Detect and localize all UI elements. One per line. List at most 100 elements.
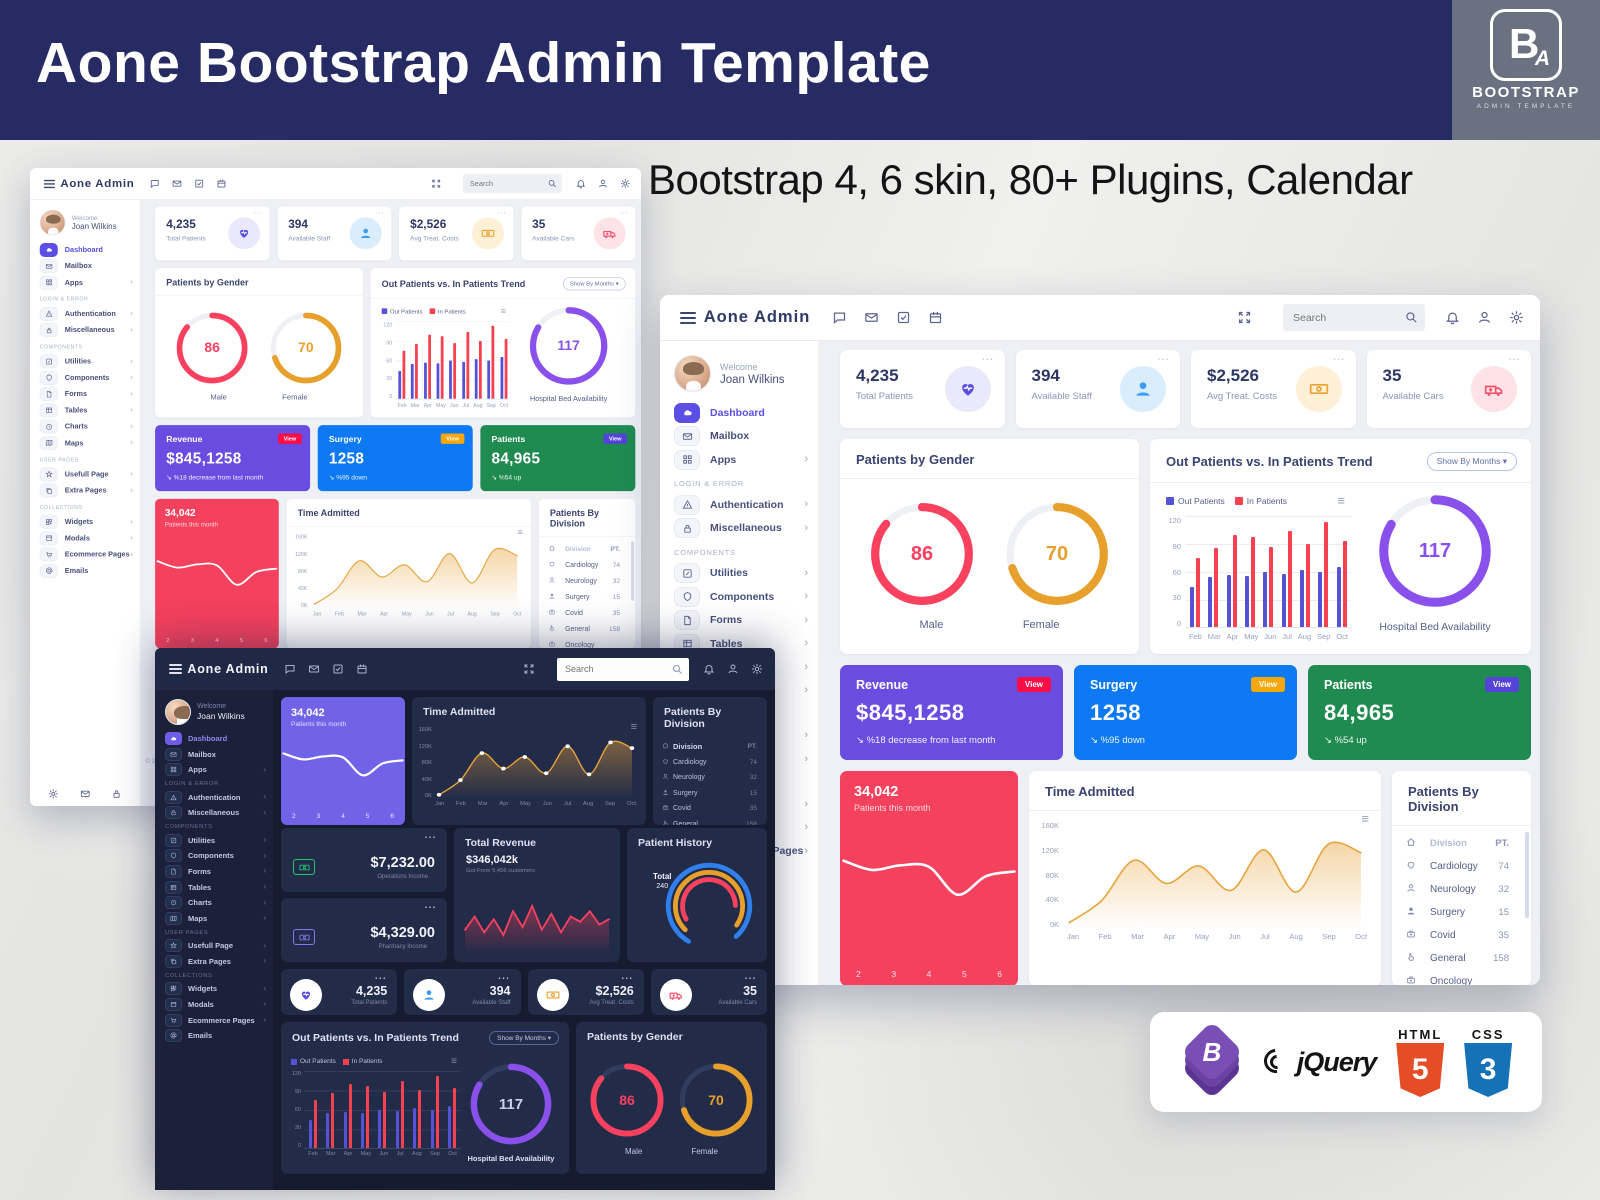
scrollbar[interactable] xyxy=(631,541,634,601)
sidebar-item-mailbox[interactable]: Mailbox xyxy=(674,426,808,447)
chart-menu-icon[interactable]: ≡ xyxy=(451,1056,457,1067)
settings-icon[interactable] xyxy=(620,178,631,189)
sidebar-item-charts[interactable]: Charts› xyxy=(165,896,266,910)
menu-toggle-icon[interactable] xyxy=(43,179,56,188)
more-icon[interactable]: ⋯ xyxy=(497,971,511,985)
mail-icon[interactable] xyxy=(308,663,320,675)
chart-menu-icon[interactable]: ≡ xyxy=(517,526,523,538)
sidebar-item-components[interactable]: Components› xyxy=(674,586,808,607)
menu-toggle-icon[interactable] xyxy=(169,664,182,674)
menu-toggle-icon[interactable] xyxy=(680,311,696,324)
view-button[interactable]: View xyxy=(603,433,628,444)
profile-icon[interactable] xyxy=(598,178,608,188)
search-icon[interactable] xyxy=(671,663,683,675)
sidebar-item-maps[interactable]: Maps› xyxy=(165,911,266,925)
view-button[interactable]: View xyxy=(1016,677,1051,692)
sidebar-item-dashboard[interactable]: Dashboard xyxy=(39,242,133,257)
footer-settings-icon[interactable] xyxy=(48,789,59,799)
settings-icon[interactable] xyxy=(1509,310,1524,325)
sidebar-item-dashboard[interactable]: Dashboard xyxy=(165,732,266,745)
sidebar-item-authentication[interactable]: Authentication› xyxy=(674,494,808,515)
search-input[interactable] xyxy=(1283,304,1425,331)
sidebar-item-components[interactable]: Components› xyxy=(165,849,266,863)
notifications-icon[interactable] xyxy=(576,178,586,189)
sidebar-item-ecommerce-pages[interactable]: Ecommerce Pages› xyxy=(165,1013,266,1027)
division-row[interactable]: Oncology xyxy=(1406,970,1519,985)
sidebar-item-utilities[interactable]: Utilities› xyxy=(165,833,266,847)
avatar[interactable] xyxy=(165,699,191,725)
sidebar-item-components[interactable]: Components› xyxy=(39,370,133,385)
app-logo[interactable]: Aone Admin xyxy=(703,308,811,326)
avatar[interactable] xyxy=(674,355,711,392)
sidebar-item-ecommerce-pages[interactable]: Ecommerce Pages› xyxy=(39,547,133,562)
more-icon[interactable]: ⋯ xyxy=(744,971,757,985)
sidebar-item-usefull-page[interactable]: Usefull Page› xyxy=(39,467,133,482)
more-icon[interactable]: ⋯ xyxy=(424,900,437,914)
chart-menu-icon[interactable]: ≡ xyxy=(1337,493,1345,508)
more-icon[interactable]: ⋯ xyxy=(1508,352,1521,366)
more-icon[interactable]: ⋯ xyxy=(1157,352,1170,366)
sidebar-item-maps[interactable]: Maps› xyxy=(39,435,133,451)
view-button[interactable]: View xyxy=(440,433,465,444)
sidebar-item-charts[interactable]: Charts› xyxy=(39,419,133,434)
footer-mail-icon[interactable] xyxy=(80,789,90,799)
notifications-icon[interactable] xyxy=(703,663,715,675)
division-row[interactable]: Oncology xyxy=(548,637,627,648)
sidebar-item-authentication[interactable]: Authentication› xyxy=(165,790,266,804)
search-icon[interactable] xyxy=(1404,310,1418,324)
sidebar-item-modals[interactable]: Modals› xyxy=(165,997,266,1011)
sidebar-item-widgets[interactable]: Widgets› xyxy=(39,514,133,529)
chart-menu-icon[interactable]: ≡ xyxy=(630,721,637,733)
sidebar-item-miscellaneous[interactable]: Miscellaneous› xyxy=(39,322,133,338)
app-logo[interactable]: Aone Admin xyxy=(60,177,135,190)
fullscreen-icon[interactable] xyxy=(431,178,441,188)
search-input[interactable] xyxy=(462,174,562,194)
chat-icon[interactable] xyxy=(832,310,847,325)
avatar[interactable] xyxy=(39,209,66,236)
sidebar-item-emails[interactable]: Emails xyxy=(165,1029,266,1043)
fullscreen-icon[interactable] xyxy=(523,663,535,675)
tasks-icon[interactable] xyxy=(194,178,204,188)
sidebar-item-modals[interactable]: Modals› xyxy=(39,531,133,546)
sidebar-item-extra-pages[interactable]: Extra Pages› xyxy=(39,483,133,498)
search-icon[interactable] xyxy=(547,178,557,188)
sidebar-item-miscellaneous[interactable]: Miscellaneous› xyxy=(165,806,266,820)
sidebar-item-miscellaneous[interactable]: Miscellaneous› xyxy=(674,518,808,539)
show-by-months-button[interactable]: Show By Months ▾ xyxy=(489,1031,559,1045)
show-by-months-button[interactable]: Show By Months ▾ xyxy=(562,277,626,291)
app-logo[interactable]: Aone Admin xyxy=(187,662,269,676)
fullscreen-icon[interactable] xyxy=(1237,310,1252,325)
sidebar-item-emails[interactable]: Emails xyxy=(39,563,133,578)
sidebar-item-forms[interactable]: Forms› xyxy=(165,864,266,878)
more-icon[interactable]: ⋯ xyxy=(619,207,629,218)
sidebar-item-authentication[interactable]: Authentication› xyxy=(39,306,133,321)
notifications-icon[interactable] xyxy=(1445,310,1460,325)
sidebar-item-mailbox[interactable]: Mailbox xyxy=(165,747,266,761)
more-icon[interactable]: ⋯ xyxy=(981,352,995,366)
chat-icon[interactable] xyxy=(284,663,296,675)
sidebar-item-usefull-page[interactable]: Usefull Page› xyxy=(165,939,266,953)
view-button[interactable]: View xyxy=(1484,677,1519,692)
sidebar-item-forms[interactable]: Forms› xyxy=(674,610,808,631)
mail-icon[interactable] xyxy=(172,178,182,188)
view-button[interactable]: View xyxy=(1250,677,1285,692)
chart-menu-icon[interactable]: ≡ xyxy=(1361,811,1369,826)
more-icon[interactable]: ⋯ xyxy=(424,830,437,844)
chart-menu-icon[interactable]: ≡ xyxy=(500,305,507,317)
sidebar-item-utilities[interactable]: Utilities› xyxy=(39,354,133,369)
sidebar-item-apps[interactable]: Apps› xyxy=(165,763,266,777)
scrollbar[interactable] xyxy=(1525,832,1529,918)
sidebar-item-forms[interactable]: Forms› xyxy=(39,386,133,402)
sidebar-item-tables[interactable]: Tables› xyxy=(165,880,266,894)
sidebar-item-apps[interactable]: Apps› xyxy=(39,275,133,290)
sidebar-item-extra-pages[interactable]: Extra Pages› xyxy=(165,954,266,968)
